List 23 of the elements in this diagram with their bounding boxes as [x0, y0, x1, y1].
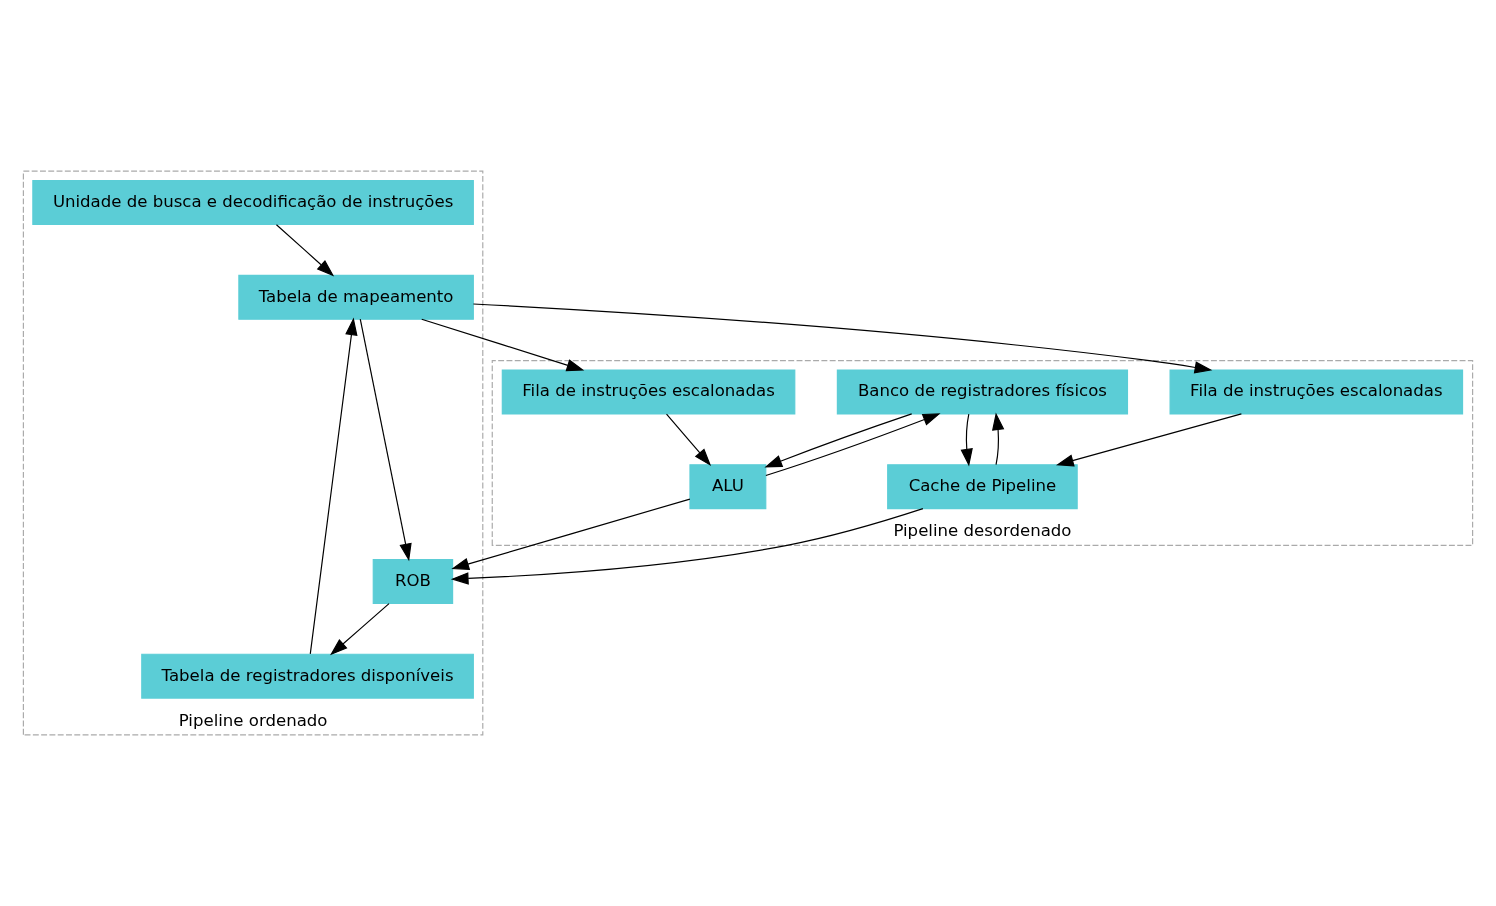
arrow [472, 303, 1213, 374]
arrow [960, 413, 973, 467]
node-box: Fila de instruções escalonadas [1169, 369, 1464, 415]
arrow [765, 413, 941, 477]
arrow [421, 318, 585, 372]
arrow [309, 317, 358, 655]
arrow [764, 413, 913, 468]
arrow [451, 498, 691, 570]
arrow [450, 508, 924, 585]
arrow [992, 412, 1005, 466]
node-box: Unidade de busca e decodificação de instruções [32, 180, 474, 226]
node-box: ROB [372, 558, 454, 604]
arrow [1055, 413, 1242, 467]
arrow [275, 224, 335, 277]
node-box: Banco de registradores físicos [836, 369, 1129, 415]
node-box: Cache de Pipeline [887, 464, 1078, 510]
arrow [665, 413, 712, 467]
node-box: ALU [689, 464, 767, 510]
node-box: Fila de instruções escalonadas [501, 369, 796, 415]
arrow [330, 603, 390, 656]
node-box: Tabela de mapeamento [238, 274, 474, 320]
node-box: Tabela de registradores disponíveis [141, 653, 474, 699]
arrow [359, 318, 412, 562]
